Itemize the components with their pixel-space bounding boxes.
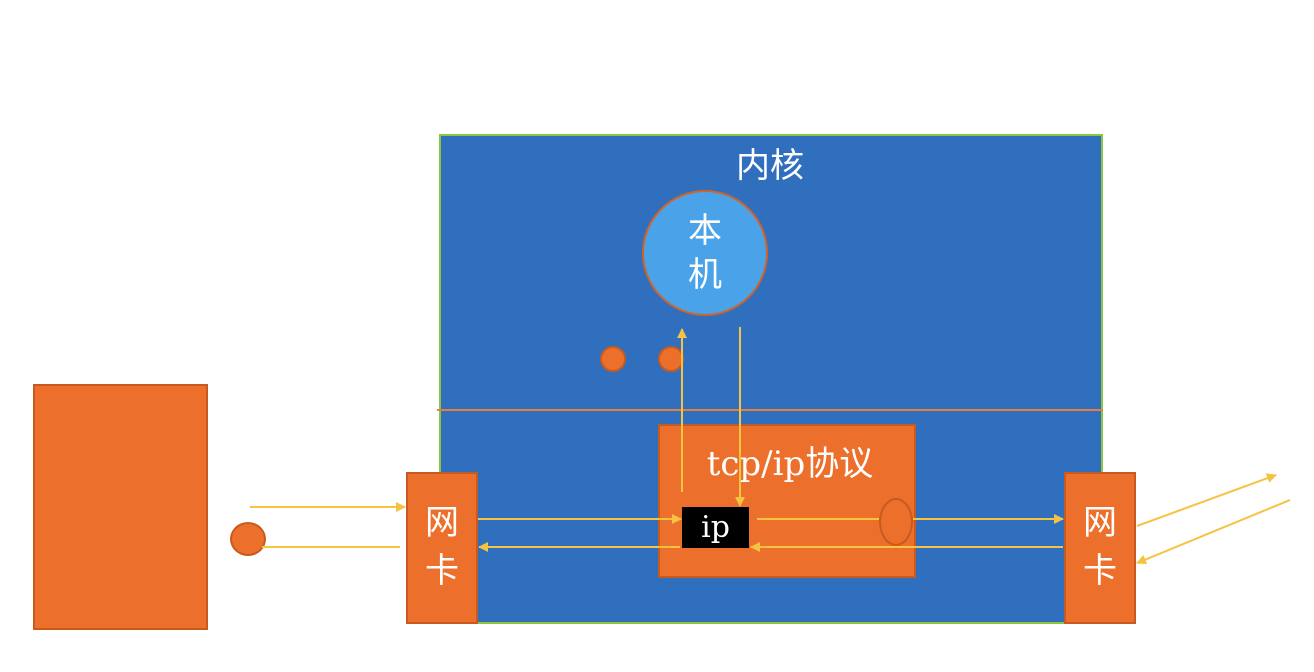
packet-oval bbox=[879, 498, 913, 546]
local-host-node: 本机 bbox=[642, 190, 768, 316]
arrow-nic-out bbox=[1136, 473, 1277, 527]
external-host-box bbox=[33, 384, 208, 630]
kernel-label: 内核 bbox=[736, 146, 804, 186]
ip-box: ip bbox=[682, 507, 749, 548]
tcp-ip-protocol-box bbox=[658, 424, 916, 578]
ip-label: ip bbox=[701, 510, 730, 545]
nic-right-label: 网卡 bbox=[1083, 503, 1117, 591]
kernel-divider-line bbox=[437, 409, 1103, 411]
packet-dot bbox=[230, 522, 266, 556]
arrow-nic-in bbox=[1136, 499, 1291, 565]
nic-right: 网卡 bbox=[1064, 472, 1136, 624]
nic-left-label: 网卡 bbox=[425, 503, 459, 591]
packet-dot bbox=[658, 346, 684, 372]
nic-left: 网卡 bbox=[406, 472, 478, 624]
tcp-ip-protocol-label: tcp/ip协议 bbox=[706, 444, 874, 484]
local-host-label: 本机 bbox=[688, 210, 722, 295]
packet-dot bbox=[600, 346, 626, 372]
